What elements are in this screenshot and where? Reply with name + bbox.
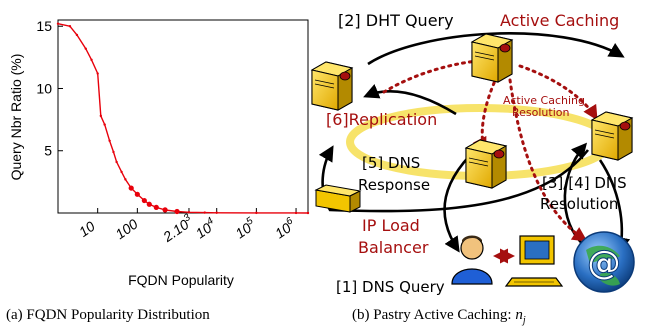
y-tick-label: 5 [44,143,52,159]
series-layer [56,22,310,215]
y-axis: 5 10 15 [36,18,63,159]
data-point [103,123,106,126]
label-balancer: Balancer [358,238,429,257]
data-point [99,114,103,118]
caption-b-math: n [515,307,523,323]
data-point [96,72,99,75]
data-point [112,150,115,154]
server-center [465,139,507,189]
data-point [75,33,79,37]
caption-b-sub: j [522,315,526,326]
data-point [128,185,134,191]
data-point [56,22,60,25]
data-point [215,211,218,214]
label-dns-response-1: [5] DNS [362,154,420,172]
x-tick-exponent: 6 [284,215,295,227]
caption-a: (a) FQDN Popularity Distribution [6,307,210,323]
active-caching-arrow-2 [518,64,598,121]
y-tick-label: 10 [36,80,52,96]
label-dns-response-2: Response [358,176,430,194]
x-tick-exponent: 3 [182,212,193,224]
label-dns-query: [1] DNS Query [336,278,445,296]
data-point [115,160,118,164]
data-point [134,191,140,197]
caption-b: (b) Pastry Active Caching: nj [352,307,526,326]
dns-response-arrow [318,145,590,213]
label-active-caching-resolution-2: Resolution [512,106,570,119]
y-axis-label: Query Nbr Ratio (%) [8,54,24,181]
data-point [90,58,93,62]
label-dht-query: [2] DHT Query [338,11,454,30]
data-point [306,211,310,215]
data-point [255,211,258,215]
data-point [141,197,147,204]
active-caching-to-user-arrow [508,78,588,242]
internet-globe-icon: @ [573,231,635,293]
server-left [311,61,353,111]
data-point [84,47,87,50]
data-point [187,211,191,214]
chart-frame [57,19,309,214]
x-tick-exponent: 5 [244,215,255,227]
x-tick-exponent: 4 [205,215,216,227]
load-balancer-icon [314,184,362,213]
pastry-diagram: @ [2] DHT Query Active Caching Active Ca… [311,11,635,296]
server-right [591,111,633,161]
data-point [162,207,168,213]
label-replication: [6]Replication [326,110,437,129]
data-point [174,208,180,215]
label-dns-resolution-1: [3]/[4] DNS [542,174,627,192]
svg-text:@: @ [587,243,621,283]
data-point [68,25,72,28]
y-tick-label: 15 [36,18,52,34]
plot-area [57,19,309,214]
server-top [471,33,513,83]
label-active-caching-resolution-1: Active Caching [503,94,585,107]
data-point [146,201,152,207]
user-icon [451,235,493,285]
data-point [294,211,298,215]
data-point [153,204,159,210]
replication-arrow-left [363,84,457,116]
label-active-caching: Active Caching [500,11,619,30]
label-ip-load: IP Load [362,216,420,235]
computer-icon [504,235,564,287]
label-dns-resolution-2: Resolution [540,195,618,213]
data-point [108,139,111,142]
data-point [203,211,206,214]
dht-query-arrow [367,32,625,66]
series-line [57,23,309,214]
data-point [124,178,127,181]
data-point [120,170,123,174]
caption-b-text: (b) Pastry Active Caching: [352,307,516,323]
x-axis-label: FQDN Popularity [128,272,234,288]
